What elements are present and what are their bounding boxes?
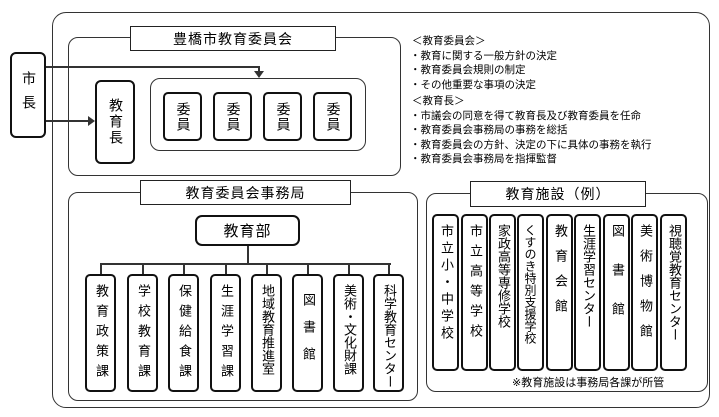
division-label: 学校教育課 — [135, 284, 150, 384]
roles-notes: ＜教育委員会＞ ・教育に関する一般方針の決定 ・教育委員会規則の制定 ・その他重… — [410, 34, 652, 167]
mayor-to-superintendent-line — [46, 120, 89, 122]
department-box: 教育部 — [195, 215, 300, 246]
connector-line — [225, 263, 227, 275]
superintendent-label: 教育長 — [107, 98, 123, 146]
division-label: 科学教育センター — [381, 284, 396, 388]
division-label: 美術・文化財課 — [341, 284, 356, 375]
division-box: 保健給食課 — [168, 274, 199, 392]
board-heading: ＜教育委員会＞ — [412, 35, 486, 47]
connector-line — [142, 263, 144, 275]
division-box: 生涯学習課 — [210, 274, 241, 392]
member-box: 委員 — [163, 92, 202, 141]
board-item: ・教育に関する一般方針の決定 — [410, 49, 557, 62]
facilities-title: 教育施設（例） — [470, 181, 646, 207]
member-box: 委員 — [263, 92, 302, 141]
superintendent-item: ・教育委員会事務局を指揮監督 — [410, 153, 557, 165]
facility-label: 視聴覚教育センター — [666, 224, 681, 341]
facility-label: 市立小・中学校 — [438, 224, 453, 343]
facility-box: くすのき特別支援学校 — [517, 214, 544, 371]
connector-line — [307, 263, 309, 275]
facility-label: 家政高等専修学校 — [495, 224, 510, 328]
facility-box: 市立小・中学校 — [432, 214, 459, 371]
superintendent-box: 教育長 — [95, 80, 135, 164]
division-label: 図書館 — [300, 292, 315, 374]
board-item: ・その他重要な事項の決定 — [410, 78, 536, 91]
division-box: 学校教育課 — [127, 274, 158, 392]
connector-line — [247, 246, 249, 263]
member-box: 委員 — [313, 92, 352, 141]
facility-box: 美術博物館 — [631, 214, 658, 371]
arrow-head-icon — [254, 71, 264, 78]
member-label: 委員 — [224, 101, 241, 132]
facility-box: 家政高等専修学校 — [489, 214, 516, 371]
facility-box: 視聴覚教育センター — [660, 214, 687, 371]
secretariat-title: 教育委員会事務局 — [140, 180, 351, 205]
mayor-to-members-line-down — [258, 66, 260, 74]
connector-line — [266, 263, 268, 275]
facility-label: 市立高等学校 — [467, 224, 482, 344]
facility-box: 市立高等学校 — [461, 214, 488, 371]
facility-label: 美術博物館 — [637, 224, 652, 349]
facility-label: くすのき特別支援学校 — [523, 224, 537, 344]
facility-label: 教育会館 — [552, 224, 567, 324]
facility-box: 生涯学習センター — [574, 214, 601, 371]
connector-line — [348, 263, 350, 275]
facility-box: 教育会館 — [546, 214, 573, 371]
division-label: 生涯学習課 — [218, 284, 233, 384]
facility-label: 図書館 — [609, 224, 624, 341]
member-box: 委員 — [213, 92, 252, 141]
member-label: 委員 — [174, 101, 191, 132]
facilities-note: ※教育施設は事務局各課が所管 — [512, 376, 665, 389]
division-label: 教育政策課 — [93, 284, 108, 384]
superintendent-item: ・教育委員会事務局の事務を総括 — [410, 124, 568, 136]
division-label: 保健給食課 — [176, 284, 191, 384]
connector-line — [100, 263, 102, 275]
mayor-box: 市長 — [10, 52, 46, 138]
division-box: 図書館 — [292, 274, 323, 392]
division-box: 科学教育センター — [373, 274, 404, 392]
superintendent-heading: ＜教育長＞ — [412, 95, 465, 107]
facility-label: 生涯学習センター — [580, 224, 595, 328]
board-item: ・教育委員会規則の制定 — [410, 64, 526, 76]
connector-line — [183, 263, 185, 275]
superintendent-item: ・市議会の同意を得て教育長及び教育委員を任命 — [410, 109, 641, 122]
connector-line — [100, 263, 391, 265]
superintendent-item: ・教育委員会の方針、決定の下に具体の事務を執行 — [410, 138, 652, 151]
member-label: 委員 — [274, 101, 291, 132]
member-label: 委員 — [324, 101, 341, 132]
facility-box: 図書館 — [603, 214, 630, 371]
division-label: 地域教育推進室 — [259, 284, 274, 375]
arrow-head-icon — [88, 116, 95, 126]
mayor-label: 市長 — [20, 71, 36, 119]
division-box: 美術・文化財課 — [333, 274, 364, 392]
mayor-to-members-line — [46, 66, 259, 68]
division-box: 地域教育推進室 — [251, 274, 282, 392]
board-title: 豊橋市教育委員会 — [130, 26, 336, 51]
connector-line — [388, 263, 390, 275]
division-box: 教育政策課 — [85, 274, 116, 392]
